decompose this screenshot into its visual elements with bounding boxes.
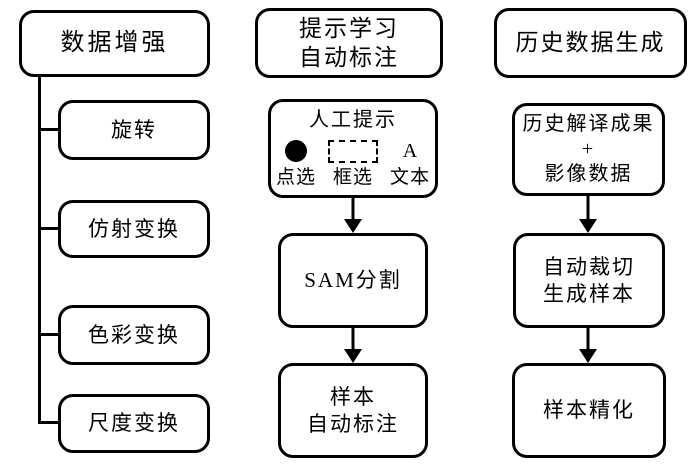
prompt-text-label: 文本 <box>390 167 431 188</box>
prompt-icon-row: 点选 框选 A 文本 <box>276 137 430 189</box>
tree-branch-connector <box>38 421 58 424</box>
prompt-learning-header-box: 提示学习 自动标注 <box>255 8 443 78</box>
arrow-crop-to-refine <box>579 328 597 363</box>
manual-prompt-box: 人工提示 点选 框选 A 文本 <box>268 99 438 198</box>
sam-segmentation-box: SAM分割 <box>278 233 428 328</box>
arrow-sam-to-label <box>344 328 362 363</box>
tree-branch-connector <box>38 128 58 131</box>
prompt-point-label: 点选 <box>275 167 316 188</box>
text-letter-icon: A <box>402 139 418 162</box>
prompt-box-label: 框选 <box>332 167 373 188</box>
tree-vertical-connector <box>38 77 41 424</box>
tree-branch-connector <box>38 227 58 230</box>
sample-auto-label-box: 样本 自动标注 <box>278 363 428 458</box>
augmentation-header-box: 数据增强 <box>19 10 210 77</box>
dashed-box-icon <box>328 139 378 163</box>
prompt-item-point: 点选 <box>276 137 316 189</box>
arrow-prompt-to-sam <box>344 198 362 233</box>
auto-crop-box: 自动裁切 生成样本 <box>513 233 665 328</box>
augmentation-item-affine: 仿射变换 <box>58 200 210 258</box>
tree-branch-connector <box>38 333 58 336</box>
sample-refine-box: 样本精化 <box>512 363 666 458</box>
manual-prompt-title: 人工提示 <box>309 109 397 131</box>
history-source-box: 历史解译成果 + 影像数据 <box>512 103 665 196</box>
augmentation-item-color: 色彩变换 <box>58 305 210 365</box>
history-generation-header-box: 历史数据生成 <box>494 8 687 78</box>
augmentation-item-rotation: 旋转 <box>58 100 210 160</box>
arrow-source-to-crop <box>579 196 597 233</box>
prompt-item-box: 框选 <box>328 137 378 189</box>
augmentation-item-scale: 尺度变换 <box>58 394 210 453</box>
point-dot-icon <box>284 140 307 162</box>
prompt-item-text: A 文本 <box>390 137 430 189</box>
